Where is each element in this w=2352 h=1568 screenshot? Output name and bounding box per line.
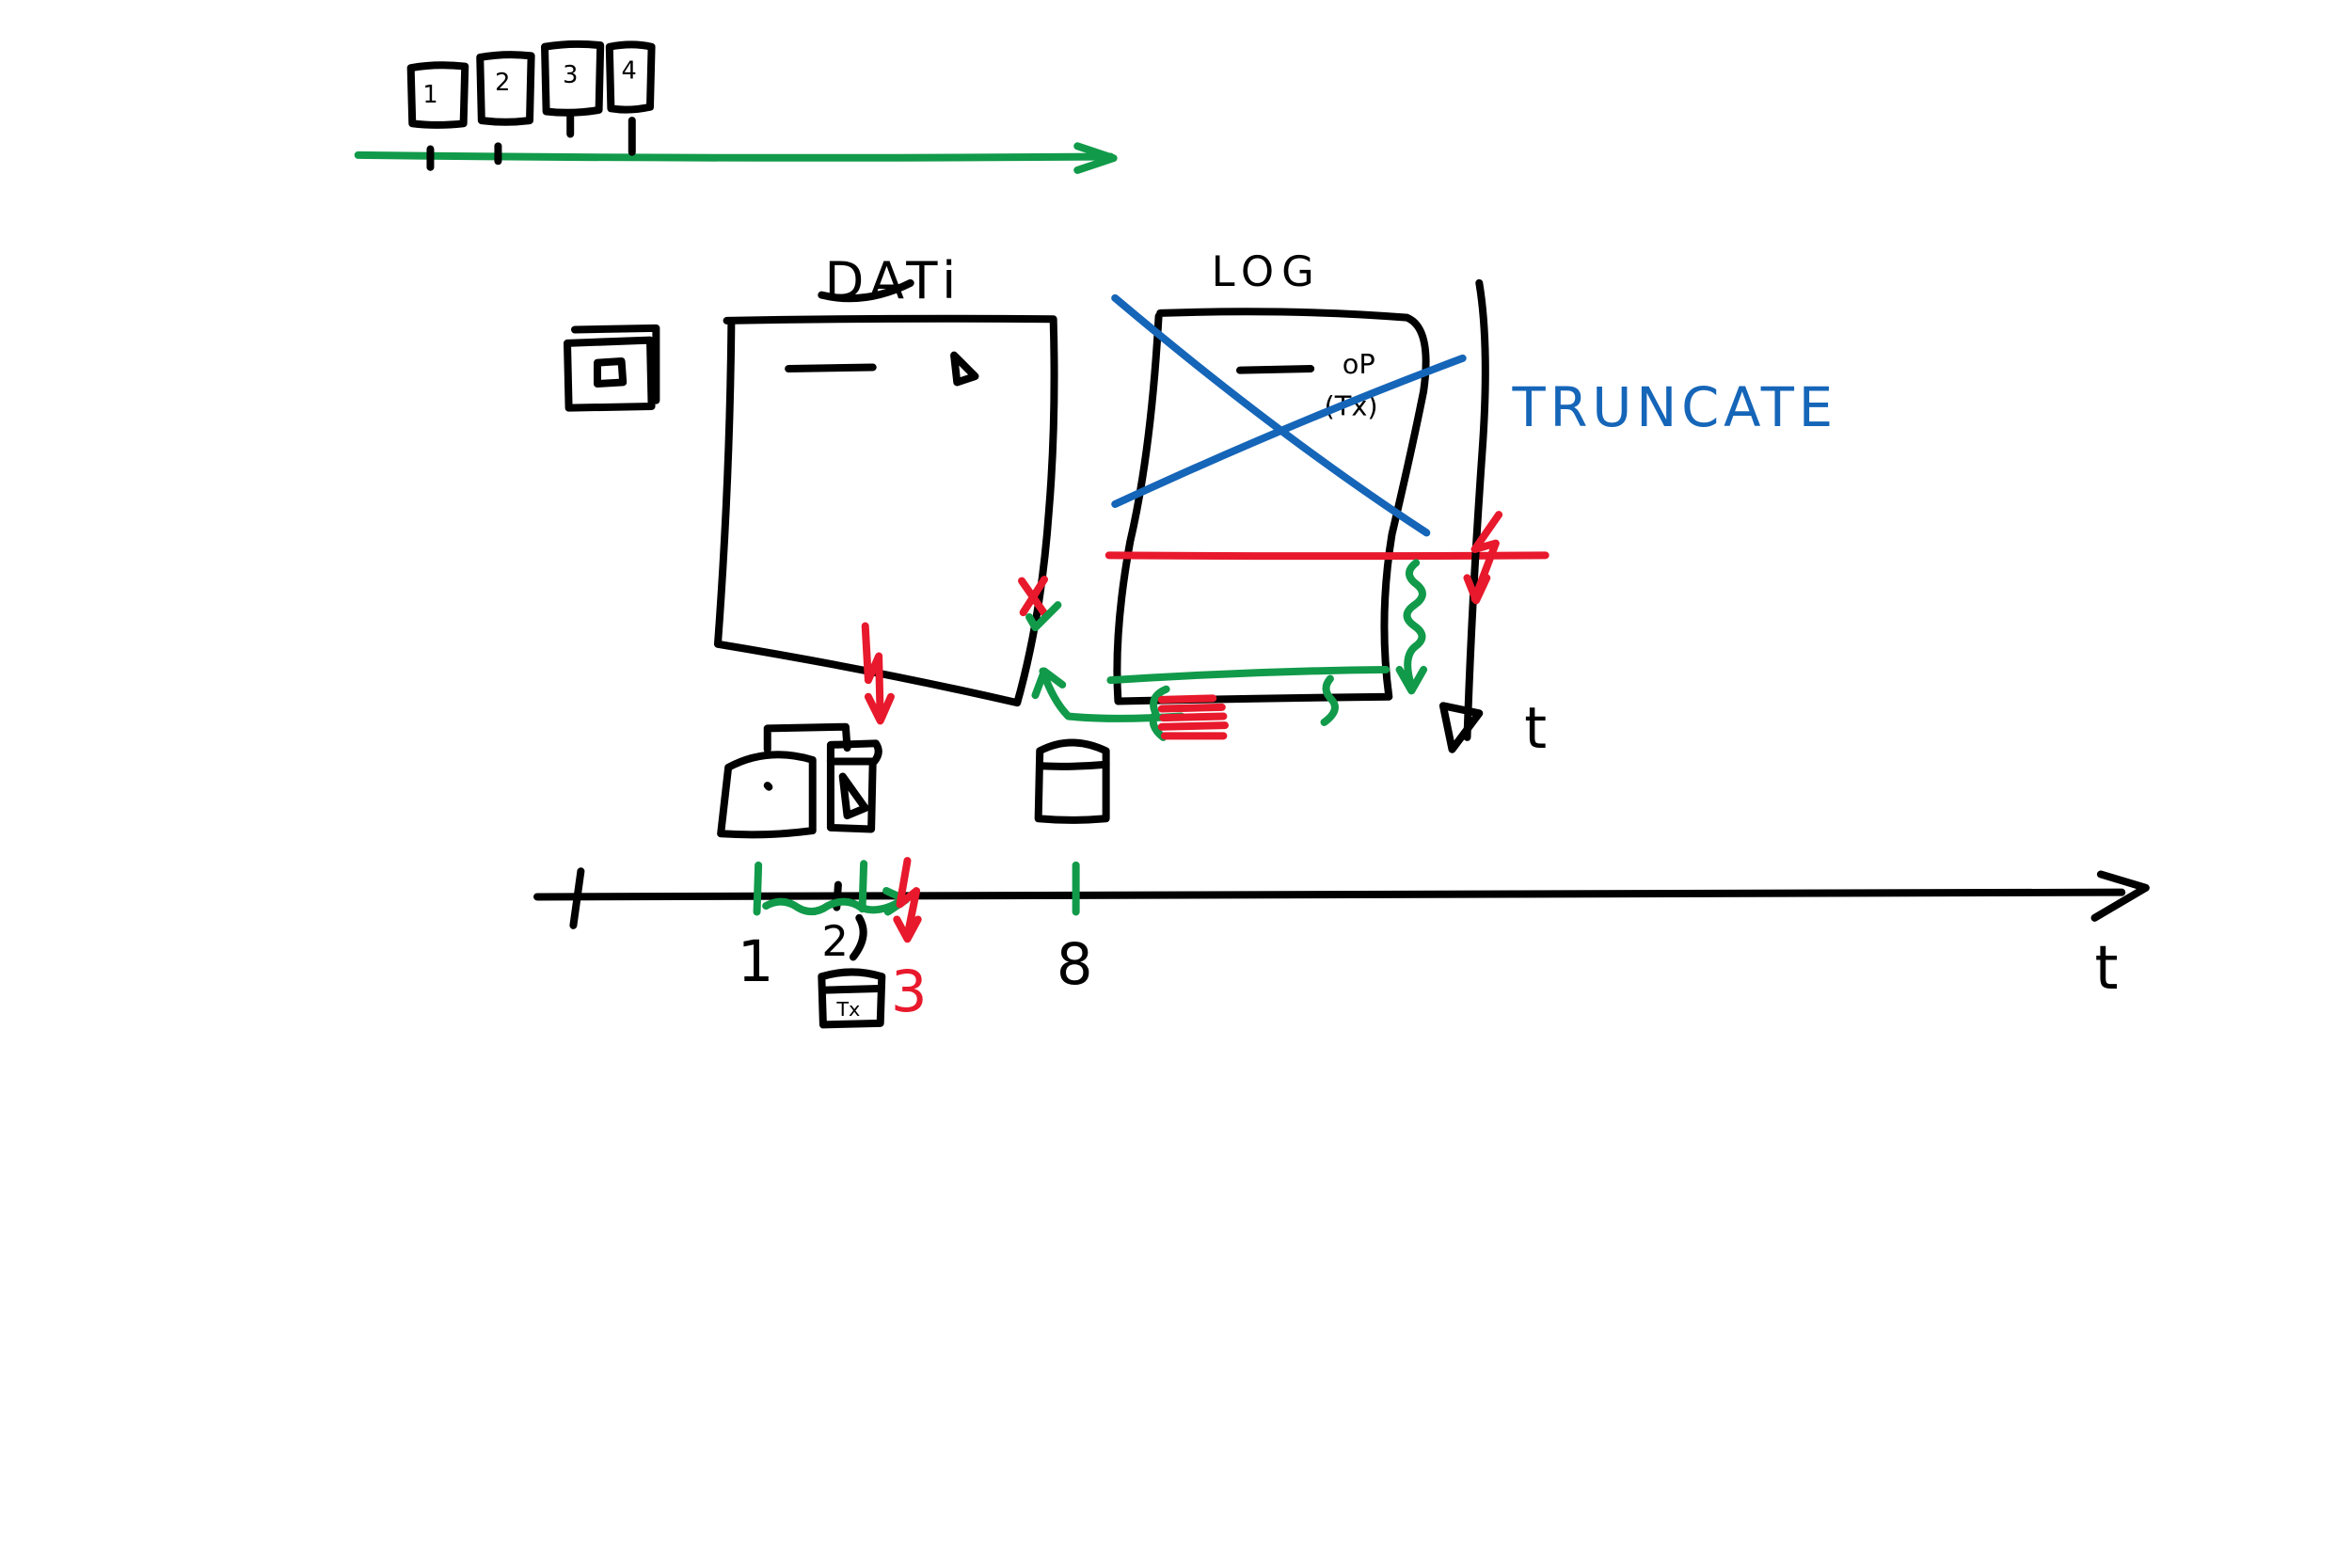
log-page: oP (Tx) bbox=[1113, 308, 1430, 705]
redo-wave-axis bbox=[762, 895, 907, 916]
mini-card-label: 2 bbox=[495, 69, 510, 97]
checkmark-icon bbox=[1025, 601, 1062, 632]
delta-mark-icon bbox=[838, 772, 869, 820]
crash-arrowhead bbox=[893, 915, 922, 943]
dati-page-outline bbox=[713, 314, 1058, 707]
crash-lightning-icon bbox=[861, 622, 884, 723]
database-cylinder-icon bbox=[1034, 738, 1110, 824]
mini-card-label: 1 bbox=[422, 81, 437, 109]
tick-2-bracket bbox=[849, 913, 867, 961]
log-time-arrowhead bbox=[1438, 702, 1484, 753]
truncate-crossout: TRUNCATE bbox=[1111, 293, 1836, 537]
red-log-records bbox=[1157, 694, 1229, 740]
main-time-label: t bbox=[2094, 934, 2118, 1004]
mini-card-3: 3 bbox=[541, 40, 605, 117]
dati-data-page bbox=[713, 314, 1058, 707]
tx-block-label: Tx bbox=[835, 998, 860, 1021]
mini-timeline-arrowhead bbox=[1073, 142, 1118, 174]
log-title: LOG bbox=[1212, 246, 1322, 296]
monitor-icon bbox=[564, 324, 660, 412]
truncate-label: TRUNCATE bbox=[1511, 376, 1836, 439]
log-op-label: oP bbox=[1343, 348, 1375, 380]
mini-card-label: 3 bbox=[563, 61, 578, 89]
log-page-line bbox=[1235, 365, 1315, 374]
tick-1 bbox=[753, 861, 763, 916]
database-cylinder-icon bbox=[717, 722, 851, 839]
tick-3-label: 3 bbox=[891, 959, 928, 1025]
mini-card-label: 4 bbox=[621, 56, 636, 85]
mini-card-4: 4 bbox=[605, 40, 656, 114]
redo-wave-arrow bbox=[1403, 559, 1426, 690]
recovery-bracket bbox=[1149, 685, 1170, 741]
crash-arrowhead bbox=[864, 692, 895, 725]
dati-page-line bbox=[785, 363, 877, 373]
dati-title-underline bbox=[818, 278, 914, 303]
crash-lightning-icon bbox=[1470, 511, 1503, 603]
crash-lightning-icon bbox=[896, 857, 921, 941]
recovery-scan-line bbox=[1106, 665, 1391, 685]
tick-2-label: 2 bbox=[821, 916, 848, 966]
mini-card-1: 1 bbox=[406, 61, 469, 129]
database-cylinder-icon bbox=[826, 739, 882, 833]
tick-1-label: 1 bbox=[738, 929, 774, 995]
main-time-arrowhead bbox=[2090, 870, 2150, 922]
recovery-wave-small bbox=[1320, 674, 1339, 726]
redo-wave-arrowhead bbox=[1395, 665, 1428, 695]
tick-8-label: 8 bbox=[1057, 932, 1093, 998]
main-axis-tick bbox=[569, 867, 585, 929]
delta-mark-icon bbox=[950, 351, 979, 387]
main-time-axis: t bbox=[533, 867, 2150, 1004]
tx-block: Tx bbox=[818, 968, 886, 1029]
mini-timeline: 1 2 3 4 bbox=[354, 40, 1118, 174]
cross-icon bbox=[1018, 575, 1050, 620]
crash-arrowhead bbox=[1463, 574, 1491, 605]
tick-2-green bbox=[858, 860, 868, 913]
log-time-label: t bbox=[1524, 696, 1547, 762]
log-page-outline bbox=[1113, 308, 1430, 705]
mini-card-2: 2 bbox=[476, 51, 535, 126]
mini-timeline-axis bbox=[354, 150, 1115, 162]
recovery-hook-arrowhead bbox=[1031, 667, 1067, 700]
log-time-axis: t bbox=[1438, 278, 1547, 762]
recovery-hook-arrow bbox=[1039, 667, 1185, 722]
truncate-line bbox=[1104, 551, 1549, 561]
